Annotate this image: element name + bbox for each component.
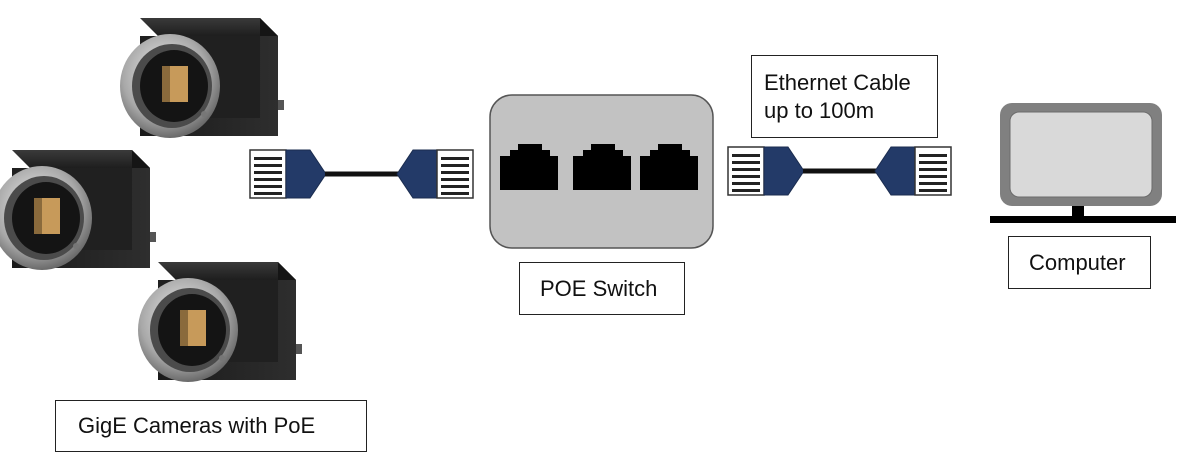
camera-icon-top	[120, 18, 284, 138]
rj45-connector-icon	[727, 146, 805, 196]
camera-icon-middle	[0, 150, 156, 270]
switch-label: POE Switch	[519, 262, 685, 315]
camera-icon-bottom	[138, 262, 302, 382]
computer-monitor-icon	[990, 103, 1176, 223]
rj45-connector-icon	[396, 149, 474, 199]
cable-label: Ethernet Cable up to 100m	[751, 55, 938, 138]
cameras-label: GigE Cameras with PoE	[55, 400, 367, 452]
cable-label-line1: Ethernet Cable	[764, 70, 911, 95]
computer-label: Computer	[1008, 236, 1151, 289]
rj45-connector-icon	[249, 149, 327, 199]
ethernet-cable-right	[727, 146, 952, 196]
ethernet-cable-left	[249, 149, 474, 199]
cable-label-line2: up to 100m	[764, 98, 875, 123]
network-switch-icon	[489, 94, 714, 249]
rj45-connector-icon	[874, 146, 952, 196]
